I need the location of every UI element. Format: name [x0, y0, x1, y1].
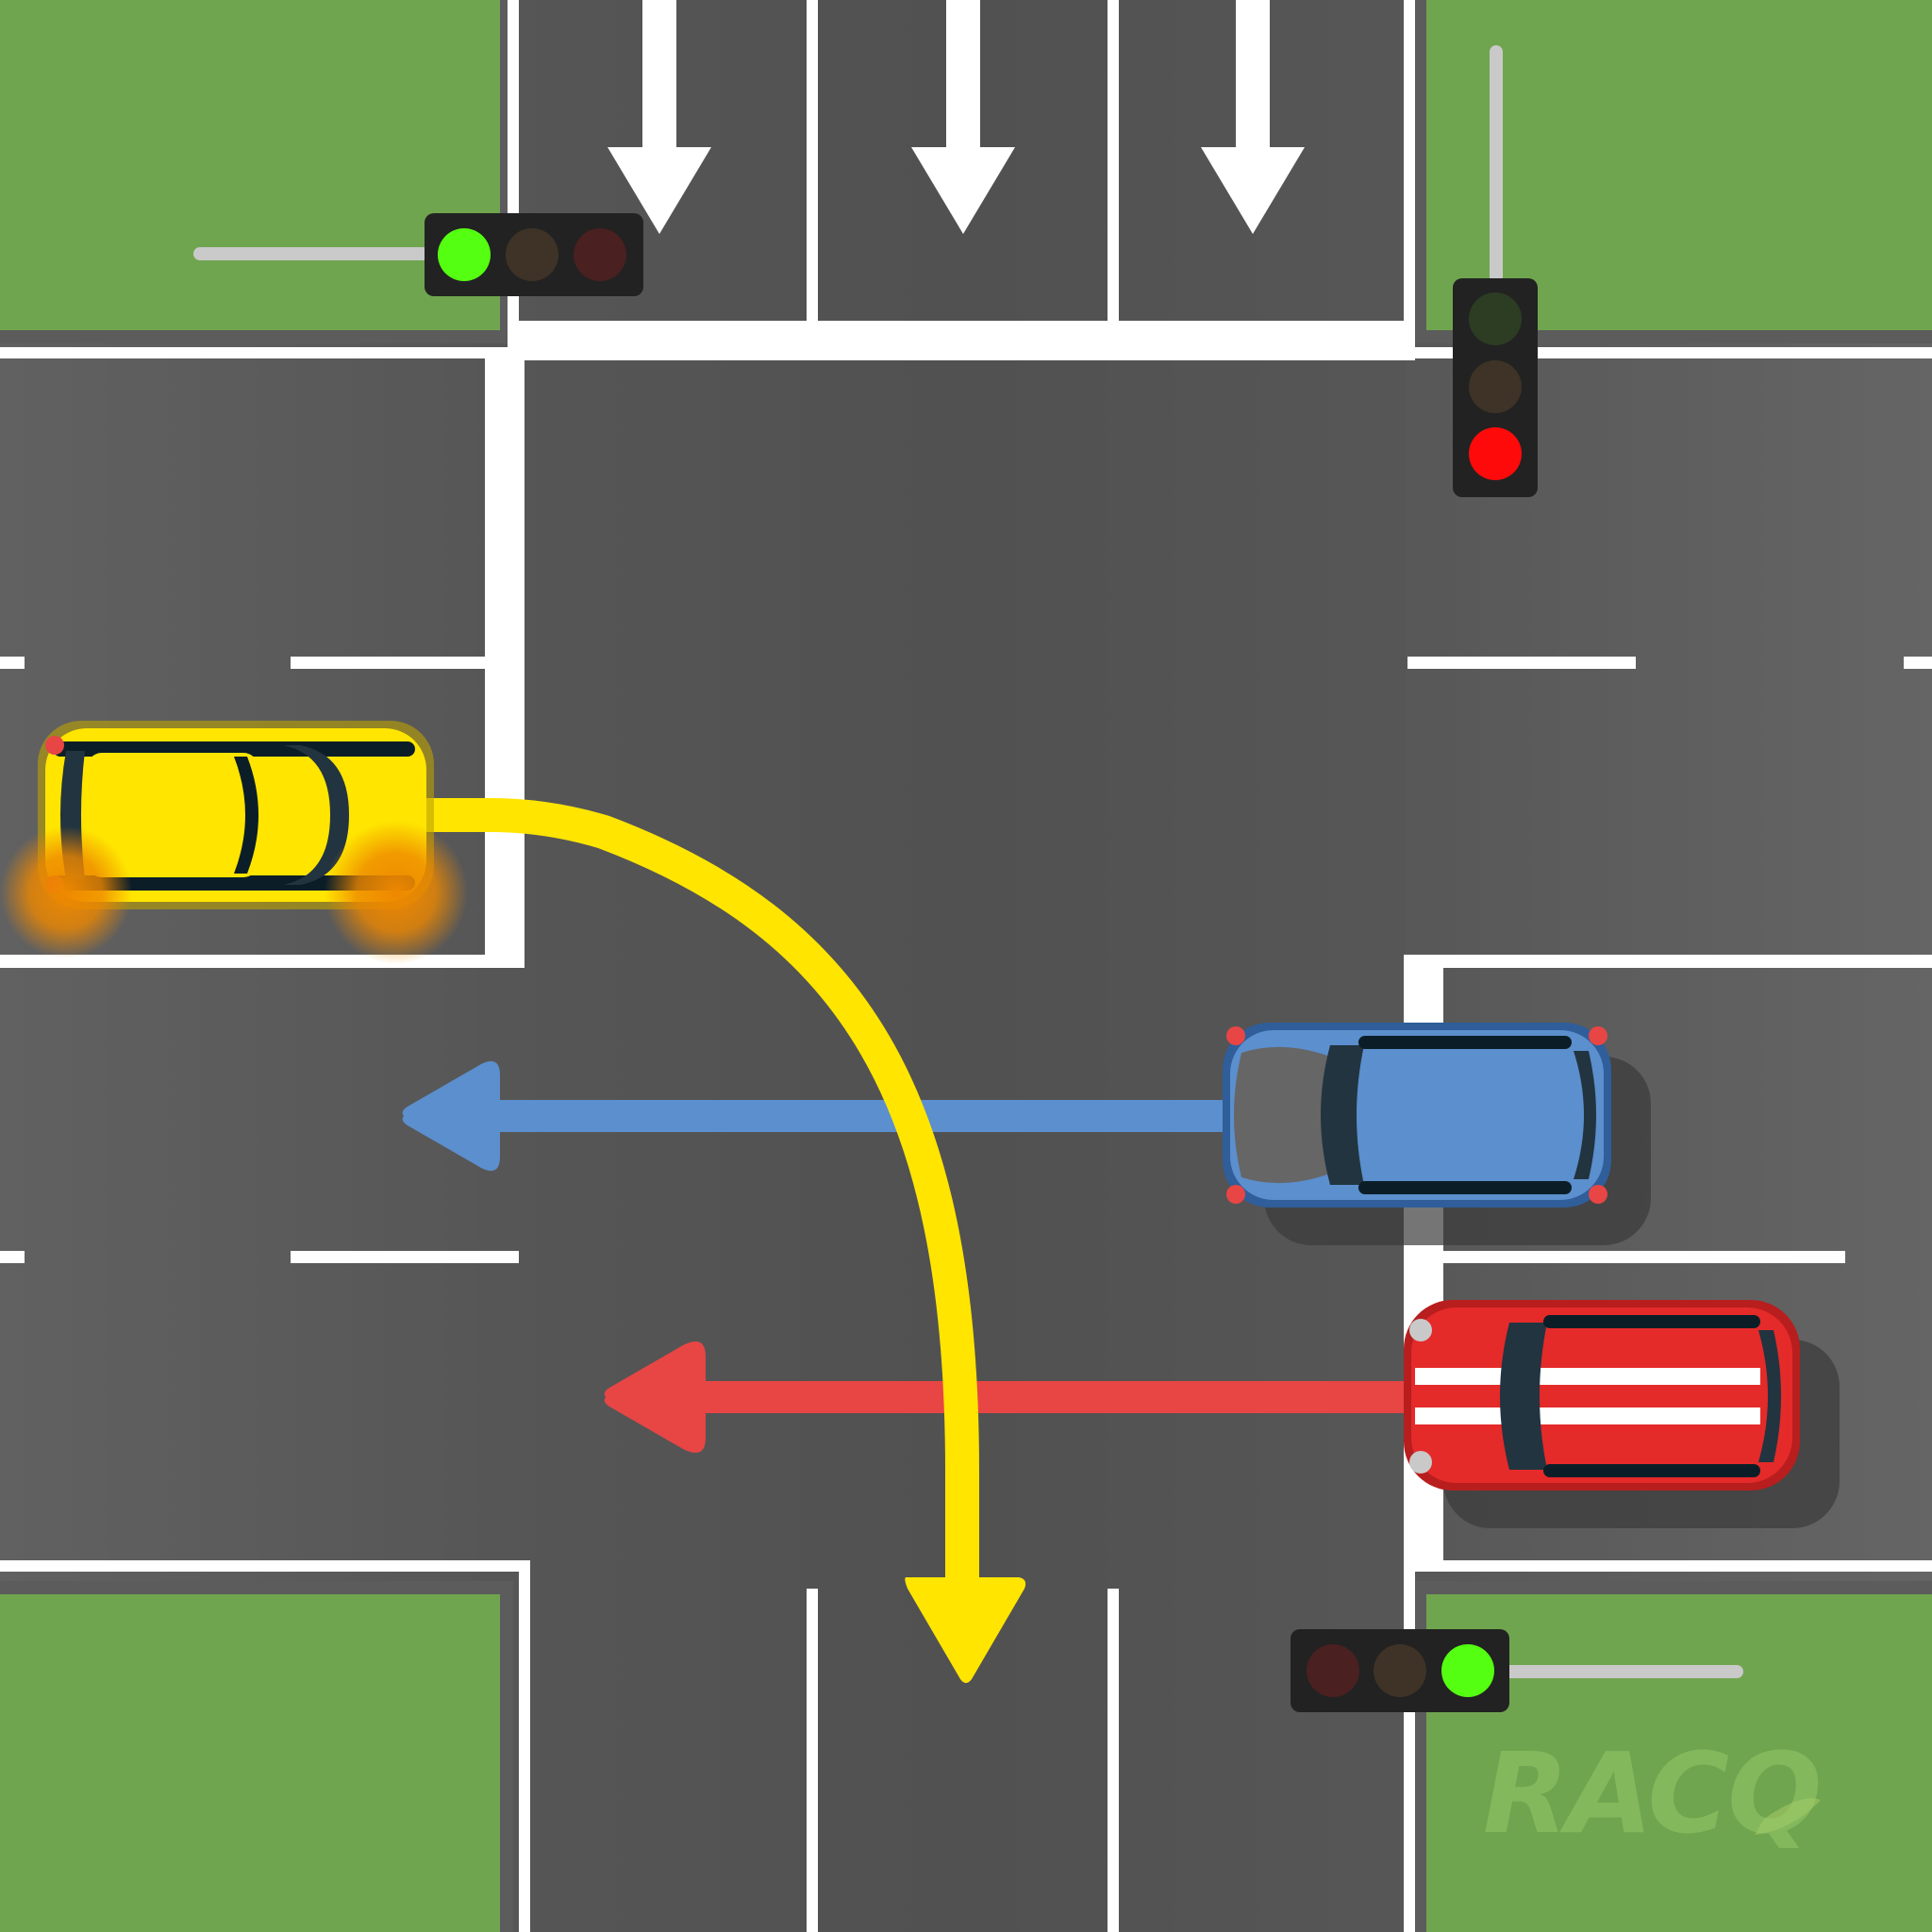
car-roof	[1583, 1338, 1751, 1455]
red-lamp-on	[1469, 427, 1522, 480]
racq-watermark-text: RACQ	[1483, 1728, 1822, 1858]
car-roof	[87, 753, 258, 877]
grass-nw	[0, 0, 500, 330]
tail-light	[1589, 1185, 1607, 1204]
light-pole	[1490, 45, 1503, 283]
traffic-light-south-east	[1291, 1629, 1743, 1712]
lane-arrow-3	[1201, 0, 1305, 234]
lane-arrow-1	[608, 0, 711, 234]
east-lane-dashes	[1407, 657, 1932, 1263]
tail-light	[1589, 1026, 1607, 1045]
blue-path-arrow	[402, 1060, 1226, 1172]
red-car	[1404, 1300, 1840, 1528]
windshield	[1321, 1045, 1364, 1185]
yellow-path-arrow	[415, 798, 1026, 1683]
stop-line-west	[485, 358, 525, 955]
north-lane-markings	[508, 0, 1415, 325]
rear-window	[1574, 1051, 1596, 1179]
light-pole	[193, 247, 429, 260]
red-path-arrow	[604, 1341, 1415, 1453]
hood	[1234, 1046, 1330, 1184]
green-lamp-off	[1469, 292, 1522, 345]
stop-line-north	[508, 321, 1415, 360]
red-lamp-off	[574, 228, 626, 281]
lane-arrow-2	[911, 0, 1015, 234]
south-lane-markings	[807, 1589, 1119, 1932]
racq-watermark	[1755, 1798, 1821, 1835]
grass-se	[1426, 1594, 1932, 1932]
car-roof	[1396, 1057, 1566, 1174]
red-lamp-off	[1307, 1644, 1359, 1697]
yellow-car	[0, 721, 468, 964]
amber-lamp-off	[506, 228, 558, 281]
windshield	[283, 745, 349, 885]
racq-leaf-logo-icon	[1755, 1798, 1821, 1835]
blue-car	[1223, 1023, 1651, 1245]
amber-lamp-off	[1374, 1644, 1426, 1697]
traffic-light-north-west	[193, 213, 643, 296]
rear-window	[1758, 1330, 1781, 1462]
green-lamp-on	[438, 228, 491, 281]
west-lane-dashes	[0, 657, 519, 1263]
tail-light	[45, 736, 64, 755]
indicator-rear-right-icon	[0, 826, 132, 958]
amber-lamp-off	[1469, 360, 1522, 413]
windshield	[1500, 1323, 1547, 1470]
green-lamp-on	[1441, 1644, 1494, 1697]
traffic-light-north-east	[1453, 45, 1538, 497]
grass-sw	[0, 1594, 500, 1932]
lane-arrows	[608, 0, 1305, 234]
grass-ne	[1426, 0, 1932, 330]
light-pole	[1500, 1665, 1743, 1678]
indicator-front-right-icon	[325, 821, 468, 964]
